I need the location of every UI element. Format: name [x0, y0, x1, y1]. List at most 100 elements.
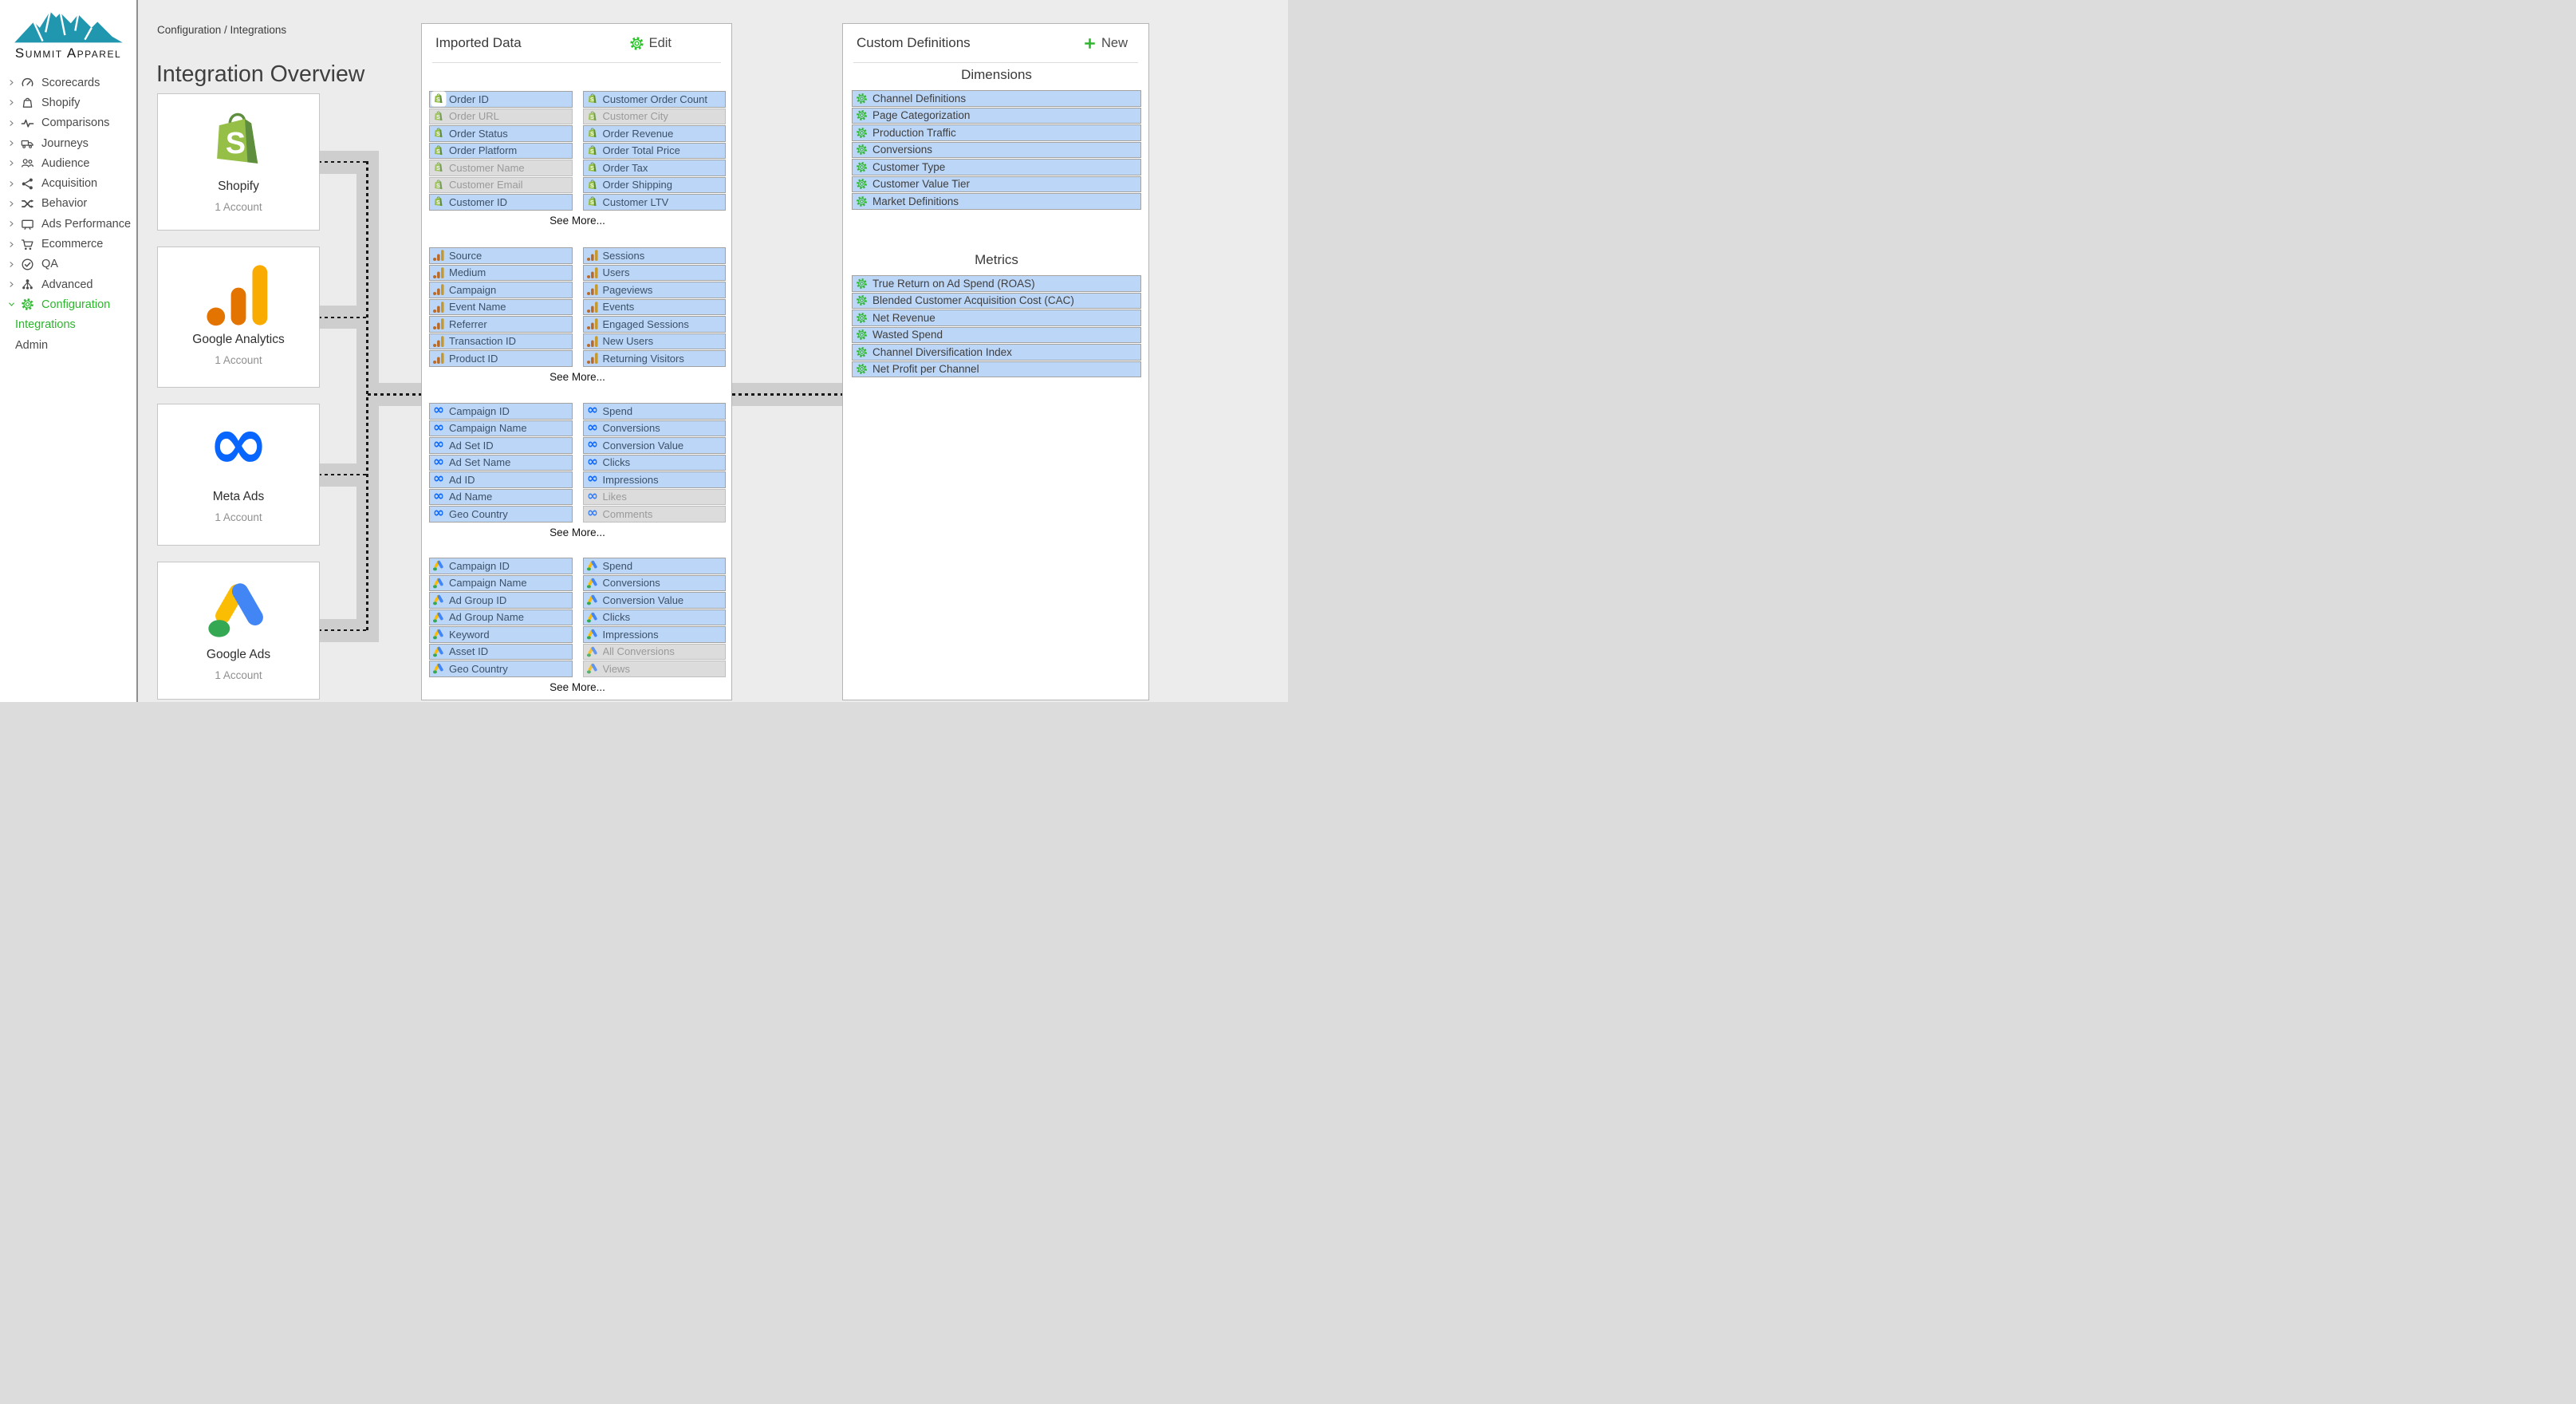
field-chip-order-revenue[interactable]: Order Revenue: [582, 125, 726, 142]
field-label: Campaign Name: [449, 422, 527, 435]
see-more-link[interactable]: See More...: [549, 370, 605, 383]
field-chip-campaign-id[interactable]: Campaign ID: [429, 403, 573, 420]
sidebar-item-journeys[interactable]: Journeys: [0, 133, 136, 153]
field-chip-ad-set-id[interactable]: Ad Set ID: [429, 437, 573, 454]
sidebar-item-ecommerce[interactable]: Ecommerce: [0, 234, 136, 254]
see-more-link[interactable]: See More...: [549, 680, 605, 693]
integration-card-google-analytics[interactable]: Google Analytics 1 Account: [157, 246, 320, 388]
field-chip-spend[interactable]: Spend: [582, 558, 726, 574]
field-chip-ad-id[interactable]: Ad ID: [429, 471, 573, 488]
field-chip-order-shipping[interactable]: Order Shipping: [582, 176, 726, 193]
field-chip-order-platform[interactable]: Order Platform: [429, 142, 573, 159]
meta-icon: [586, 404, 599, 417]
field-chip-users[interactable]: Users: [582, 264, 726, 281]
definition-chip-wasted-spend[interactable]: Wasted Spend: [852, 326, 1141, 343]
field-chip-customer-ltv[interactable]: Customer LTV: [582, 194, 726, 211]
new-definition-button[interactable]: New: [1083, 24, 1128, 62]
field-chip-campaign[interactable]: Campaign: [429, 282, 573, 298]
field-chip-conversions[interactable]: Conversions: [582, 420, 726, 436]
field-chip-campaign-name[interactable]: Campaign Name: [429, 574, 573, 591]
see-more-link[interactable]: See More...: [549, 214, 605, 227]
integration-card-shopify[interactable]: Shopify 1 Account: [157, 93, 320, 231]
sidebar-item-acquisition[interactable]: Acquisition: [0, 173, 136, 193]
sidebar-item-integrations[interactable]: Integrations: [0, 315, 136, 335]
field-chip-customer-name[interactable]: Customer Name: [429, 160, 573, 176]
sidebar-item-shopify[interactable]: Shopify: [0, 93, 136, 112]
field-label: Order ID: [449, 93, 489, 105]
definition-chip-market-definitions[interactable]: Market Definitions: [852, 193, 1141, 210]
field-label: Order Shipping: [602, 179, 672, 191]
edit-button[interactable]: Edit: [629, 24, 672, 62]
field-chip-comments[interactable]: Comments: [582, 506, 726, 523]
field-chip-views[interactable]: Views: [582, 661, 726, 677]
field-chip-new-users[interactable]: New Users: [582, 333, 726, 349]
field-chip-customer-city[interactable]: Customer City: [582, 108, 726, 124]
field-chip-order-tax[interactable]: Order Tax: [582, 160, 726, 176]
field-chip-customer-order-count[interactable]: Customer Order Count: [582, 91, 726, 108]
field-chip-referrer[interactable]: Referrer: [429, 316, 573, 333]
definition-chip-blended-customer-acquisition-cost-cac[interactable]: Blended Customer Acquisition Cost (CAC): [852, 292, 1141, 309]
field-chip-ad-group-id[interactable]: Ad Group ID: [429, 592, 573, 609]
field-chip-product-id[interactable]: Product ID: [429, 350, 573, 367]
field-chip-conversion-value[interactable]: Conversion Value: [582, 437, 726, 454]
field-chip-conversion-value[interactable]: Conversion Value: [582, 592, 726, 609]
definition-chip-page-categorization[interactable]: Page Categorization: [852, 107, 1141, 124]
field-chip-geo-country[interactable]: Geo Country: [429, 661, 573, 677]
field-chip-pageviews[interactable]: Pageviews: [582, 282, 726, 298]
definition-chip-net-profit-per-channel[interactable]: Net Profit per Channel: [852, 361, 1141, 377]
field-chip-campaign-id[interactable]: Campaign ID: [429, 558, 573, 574]
sidebar-item-configuration[interactable]: Configuration: [0, 294, 136, 314]
field-chip-order-id[interactable]: Order ID: [429, 91, 573, 108]
field-chip-ad-group-name[interactable]: Ad Group Name: [429, 609, 573, 625]
field-label: Order Revenue: [602, 127, 674, 140]
definition-chip-production-traffic[interactable]: Production Traffic: [852, 124, 1141, 141]
field-chip-order-url[interactable]: Order URL: [429, 108, 573, 124]
field-chip-geo-country[interactable]: Geo Country: [429, 506, 573, 523]
field-chip-source[interactable]: Source: [429, 247, 573, 264]
sidebar-item-behavior[interactable]: Behavior: [0, 194, 136, 214]
field-chip-event-name[interactable]: Event Name: [429, 298, 573, 315]
breadcrumb[interactable]: Configuration / Integrations: [157, 24, 287, 36]
definition-chip-conversions[interactable]: Conversions: [852, 141, 1141, 158]
field-chip-keyword[interactable]: Keyword: [429, 626, 573, 643]
field-chip-engaged-sessions[interactable]: Engaged Sessions: [582, 316, 726, 333]
sidebar-item-scorecards[interactable]: Scorecards: [0, 73, 136, 93]
field-chip-customer-email[interactable]: Customer Email: [429, 176, 573, 193]
field-chip-all-conversions[interactable]: All Conversions: [582, 643, 726, 660]
field-chip-events[interactable]: Events: [582, 298, 726, 315]
definition-chip-true-return-on-ad-spend-roas[interactable]: True Return on Ad Spend (ROAS): [852, 275, 1141, 292]
field-chip-ad-name[interactable]: Ad Name: [429, 488, 573, 505]
field-chip-impressions[interactable]: Impressions: [582, 626, 726, 643]
field-chip-clicks[interactable]: Clicks: [582, 609, 726, 625]
sidebar-item-ads-performance[interactable]: Ads Performance: [0, 214, 136, 234]
field-chip-conversions[interactable]: Conversions: [582, 574, 726, 591]
field-chip-ad-set-name[interactable]: Ad Set Name: [429, 454, 573, 471]
see-more-link[interactable]: See More...: [549, 526, 605, 538]
field-chip-likes[interactable]: Likes: [582, 488, 726, 505]
sidebar-item-advanced[interactable]: Advanced: [0, 274, 136, 294]
field-chip-customer-id[interactable]: Customer ID: [429, 194, 573, 211]
field-label: Campaign ID: [449, 404, 510, 417]
definition-chip-channel-definitions[interactable]: Channel Definitions: [852, 90, 1141, 107]
sidebar-item-qa[interactable]: QA: [0, 254, 136, 274]
integration-card-meta-ads[interactable]: Meta Ads 1 Account: [157, 404, 320, 546]
definition-chip-channel-diversification-index[interactable]: Channel Diversification Index: [852, 344, 1141, 361]
sidebar-item-admin[interactable]: Admin: [0, 335, 136, 355]
sidebar-item-audience[interactable]: Audience: [0, 153, 136, 173]
field-chip-transaction-id[interactable]: Transaction ID: [429, 333, 573, 349]
field-chip-returning-visitors[interactable]: Returning Visitors: [582, 350, 726, 367]
definition-chip-net-revenue[interactable]: Net Revenue: [852, 310, 1141, 326]
field-chip-sessions[interactable]: Sessions: [582, 247, 726, 264]
sidebar-item-comparisons[interactable]: Comparisons: [0, 113, 136, 133]
field-chip-medium[interactable]: Medium: [429, 264, 573, 281]
integration-card-google-ads[interactable]: Google Ads 1 Account: [157, 562, 320, 700]
definition-chip-customer-type[interactable]: Customer Type: [852, 159, 1141, 176]
field-chip-impressions[interactable]: Impressions: [582, 471, 726, 488]
field-chip-asset-id[interactable]: Asset ID: [429, 643, 573, 660]
field-chip-campaign-name[interactable]: Campaign Name: [429, 420, 573, 436]
definition-chip-customer-value-tier[interactable]: Customer Value Tier: [852, 176, 1141, 192]
field-chip-spend[interactable]: Spend: [582, 403, 726, 420]
field-chip-order-total-price[interactable]: Order Total Price: [582, 142, 726, 159]
field-chip-clicks[interactable]: Clicks: [582, 454, 726, 471]
field-chip-order-status[interactable]: Order Status: [429, 125, 573, 142]
